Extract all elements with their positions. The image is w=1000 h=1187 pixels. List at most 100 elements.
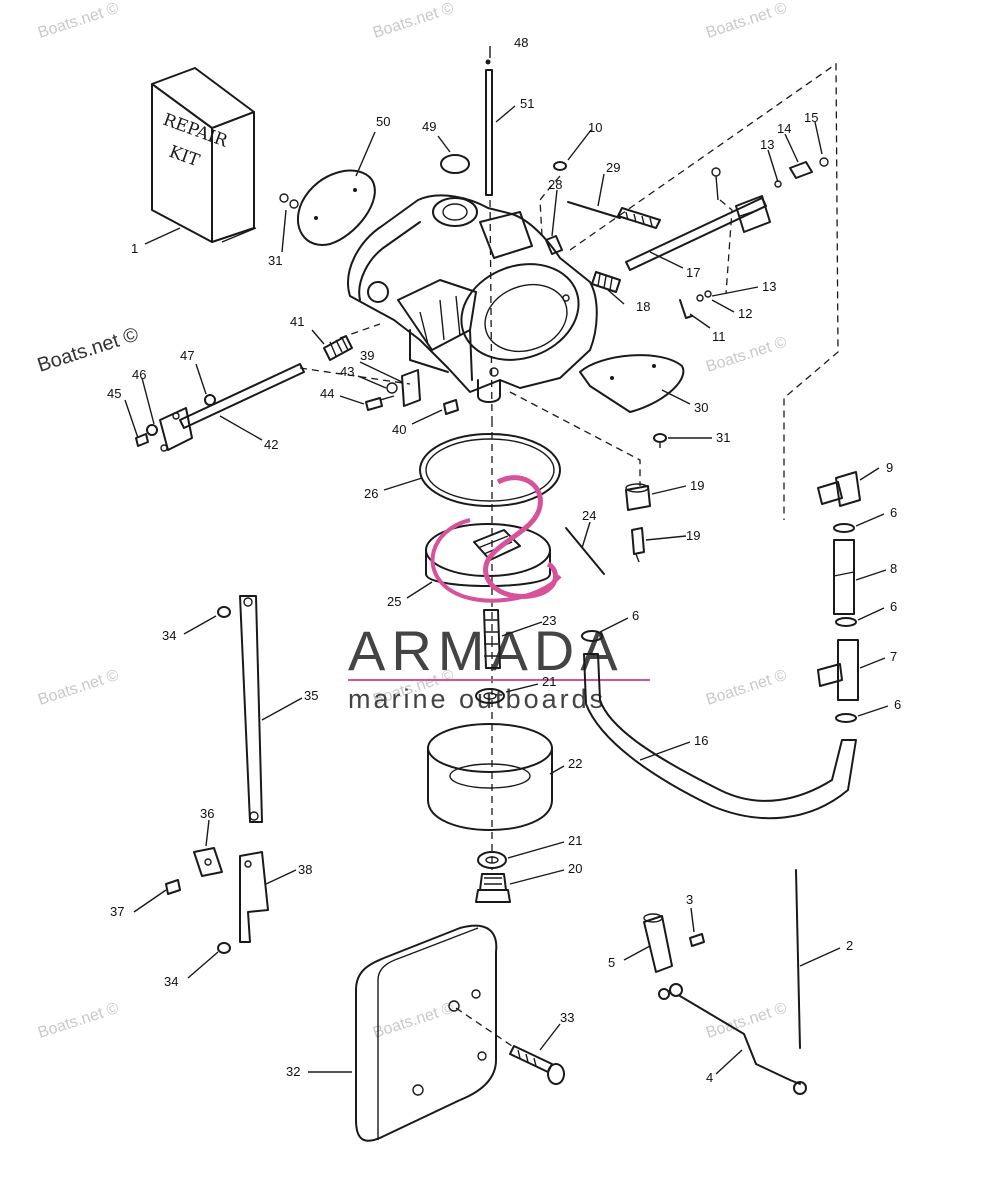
gasket-50 <box>296 169 376 246</box>
callout-37: 37 <box>110 904 124 919</box>
callout-47: 47 <box>180 348 194 363</box>
needle-valve-19 <box>625 483 651 563</box>
callout-18: 18 <box>636 299 650 314</box>
brand-tagline: marine outboards <box>348 684 606 714</box>
callout-39: 39 <box>360 348 374 363</box>
callout-23: 23 <box>542 613 556 628</box>
clamp-6 <box>581 630 603 642</box>
fuel-fittings-group <box>817 471 861 723</box>
washer-49 <box>440 154 470 174</box>
screw-31-lower <box>653 433 667 448</box>
watermark-text: Boats.net © <box>704 0 789 42</box>
callout-48: 48 <box>514 35 528 50</box>
watermark-text: Boats.net © <box>371 1000 456 1042</box>
callout-11: 11 <box>712 329 726 344</box>
washer-21-upper <box>475 688 505 704</box>
callout-6a: 6 <box>890 505 897 520</box>
callout-28: 28 <box>548 177 562 192</box>
watermark-text: Boats.net © <box>704 667 789 709</box>
callout-45: 45 <box>107 386 121 401</box>
callout-32: 32 <box>286 1064 300 1079</box>
small-fasteners-group <box>365 369 459 415</box>
callout-31a: 31 <box>268 253 282 268</box>
callout-35: 35 <box>304 688 318 703</box>
callout-22: 22 <box>568 756 582 771</box>
callout-41: 41 <box>290 314 304 329</box>
float-pin-24 <box>565 527 605 575</box>
callout-9: 9 <box>886 460 893 475</box>
watermark-text: Boats.net © <box>36 1000 121 1042</box>
callout-13b: 13 <box>762 279 776 294</box>
callout-25: 25 <box>387 594 401 609</box>
callout-21b: 21 <box>568 833 582 848</box>
choke-shaft-42 <box>135 335 353 452</box>
callout-42: 42 <box>264 437 278 452</box>
float-bowl-22 <box>427 723 553 831</box>
watermark-text: Boats.net © <box>35 323 142 376</box>
watermark-text: Boats.net © <box>36 0 121 42</box>
brand-name: ARMADA <box>348 619 624 682</box>
watermark-text: Boats.net © <box>36 667 121 709</box>
callout-2: 2 <box>846 938 853 953</box>
gasket-30 <box>579 354 685 413</box>
callout-8: 8 <box>890 561 897 576</box>
air-silencer-32 <box>355 924 498 1142</box>
callout-40: 40 <box>392 422 406 437</box>
callout-3: 3 <box>686 892 693 907</box>
callout-6d: 6 <box>894 697 901 712</box>
callout-34a: 34 <box>162 628 176 643</box>
throttle-shaft-17 <box>625 157 829 319</box>
callout-24: 24 <box>582 508 596 523</box>
callout-44: 44 <box>320 386 334 401</box>
callout-15: 15 <box>804 110 818 125</box>
callout-51: 51 <box>520 96 534 111</box>
callout-21a: 21 <box>542 674 556 689</box>
callout-10: 10 <box>588 120 602 135</box>
callout-19b: 19 <box>686 528 700 543</box>
rod-2 <box>795 869 801 1049</box>
callout-12: 12 <box>738 306 752 321</box>
mixture-screw-group <box>545 161 661 293</box>
callout-31b: 31 <box>716 430 730 445</box>
watermark-text: Boats.net © <box>704 1000 789 1042</box>
watermark-layer: Boats.net © Boats.net © Boats.net © Boat… <box>35 0 789 1042</box>
callout-19a: 19 <box>690 478 704 493</box>
repair-kit-box: REPAIR KIT <box>151 67 257 243</box>
callout-7: 7 <box>890 649 897 664</box>
callout-1: 1 <box>131 241 138 256</box>
callout-34b: 34 <box>164 974 178 989</box>
watermark-text: Boats.net © <box>371 0 456 42</box>
callout-16: 16 <box>694 733 708 748</box>
linkage-group <box>165 595 269 954</box>
fuel-hose-16 <box>583 653 857 820</box>
drain-plug-20 <box>475 873 511 903</box>
callout-50: 50 <box>376 114 390 129</box>
callout-6c: 6 <box>632 608 639 623</box>
float-25 <box>425 523 551 587</box>
callout-33: 33 <box>560 1010 574 1025</box>
main-jet-23 <box>483 609 501 669</box>
callout-6b: 6 <box>890 599 897 614</box>
callout-26: 26 <box>364 486 378 501</box>
callout-layer: 1 2 3 4 5 6 6 6 6 7 8 9 10 11 12 13 13 1… <box>107 35 901 1085</box>
screw-31-top <box>279 193 299 209</box>
repair-kit-label-line2: KIT <box>166 142 202 172</box>
o-ring-26 <box>419 433 561 507</box>
washer-21-lower <box>477 851 507 869</box>
callout-29: 29 <box>606 160 620 175</box>
lever-group <box>643 913 807 1095</box>
armada-brand-watermark: ARMADA marine outboards <box>348 475 650 714</box>
callout-46: 46 <box>132 367 146 382</box>
callout-20: 20 <box>568 861 582 876</box>
callout-49: 49 <box>422 119 436 134</box>
carburetor-body <box>347 194 598 403</box>
callout-36: 36 <box>200 806 214 821</box>
callout-14: 14 <box>777 121 791 136</box>
callout-38: 38 <box>298 862 312 877</box>
callout-13a: 13 <box>760 137 774 152</box>
callout-17: 17 <box>686 265 700 280</box>
callout-4: 4 <box>706 1070 713 1085</box>
needle-51 <box>485 59 493 196</box>
callout-5: 5 <box>608 955 615 970</box>
